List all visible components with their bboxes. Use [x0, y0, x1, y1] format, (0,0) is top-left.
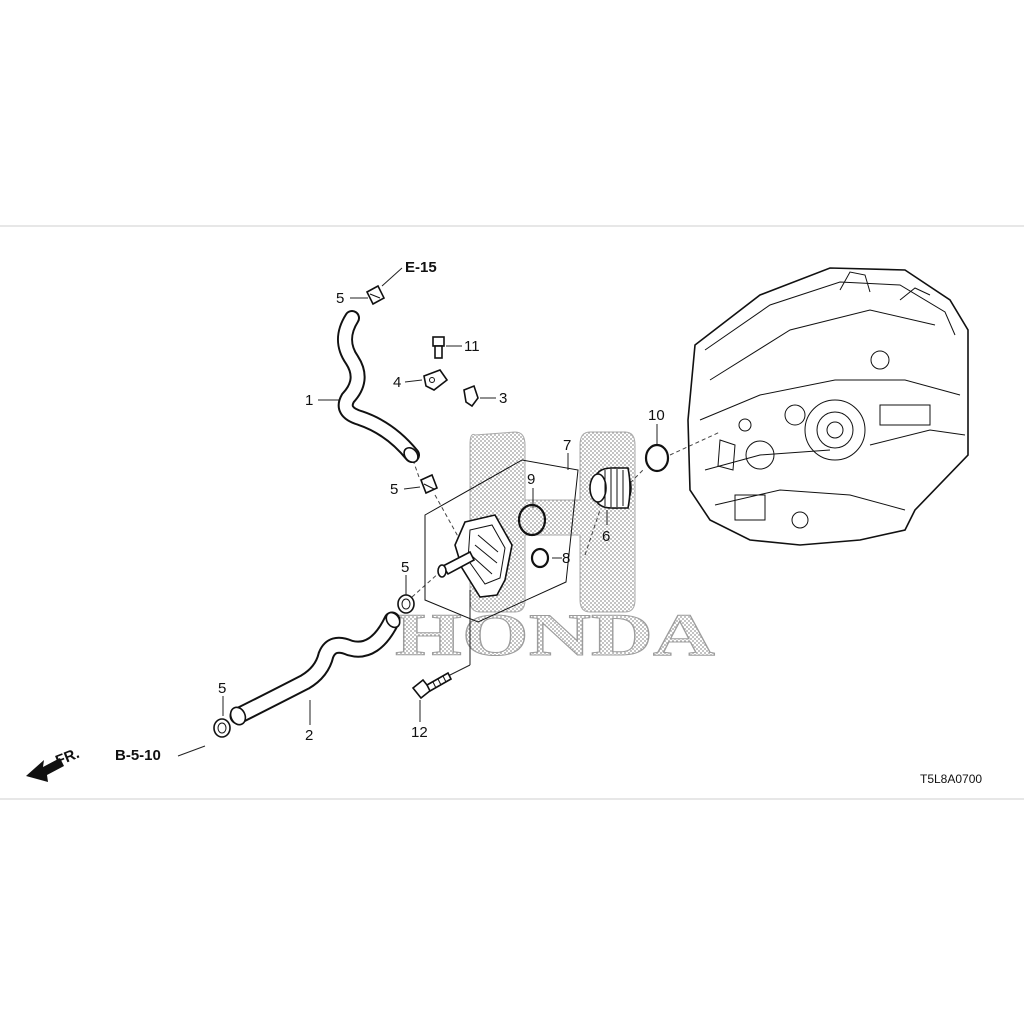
callout-5-top: 5 — [336, 290, 344, 307]
callout-4: 4 — [393, 374, 401, 391]
front-arrow-label: FR. — [53, 745, 82, 770]
callout-9: 9 — [527, 471, 535, 488]
honda-wordmark: HONDA — [395, 602, 715, 668]
callout-2: 2 — [305, 727, 313, 744]
diagram-code: T5L8A0700 — [920, 772, 982, 786]
callout-3: 3 — [499, 390, 507, 407]
callout-labels: 1 2 3 4 5 5 5 5 6 7 8 9 10 11 12 — [218, 290, 665, 744]
clip-3 — [463, 384, 479, 408]
callout-10: 10 — [648, 407, 665, 424]
filter-housing — [437, 514, 513, 598]
callout-7: 7 — [563, 437, 571, 454]
alignment-lines — [411, 431, 721, 598]
hose-clamp-top — [365, 284, 386, 306]
hose-clamp-lower-mid — [397, 594, 415, 614]
callout-5-bottom: 5 — [218, 680, 226, 697]
callout-12: 12 — [411, 724, 428, 741]
callout-8: 8 — [562, 550, 570, 567]
callout-1: 1 — [305, 392, 313, 409]
front-arrow: FR. — [26, 745, 82, 782]
o-ring-10 — [644, 443, 670, 473]
hose-clamp-upper-mid — [419, 473, 439, 495]
callout-5-upper-mid: 5 — [390, 481, 398, 498]
o-ring-9 — [517, 503, 547, 537]
reference-bottom: B-5-10 — [115, 747, 161, 764]
bolt-11 — [432, 336, 445, 359]
hose-clamp-bottom — [213, 718, 231, 738]
callout-6: 6 — [602, 528, 610, 545]
callout-5-lower-mid: 5 — [401, 559, 409, 576]
filter-element-6 — [589, 467, 632, 509]
reference-top: E-15 — [405, 259, 437, 276]
front-arrow-icon — [26, 758, 64, 782]
bolt-12 — [411, 671, 453, 700]
transmission-case — [687, 267, 969, 546]
callout-11: 11 — [464, 338, 480, 355]
o-ring-8 — [530, 547, 550, 569]
filter-cover-outline — [424, 459, 579, 623]
bracket-4 — [423, 369, 449, 391]
leader-lines — [177, 267, 658, 757]
honda-watermark: HONDA — [395, 431, 716, 669]
